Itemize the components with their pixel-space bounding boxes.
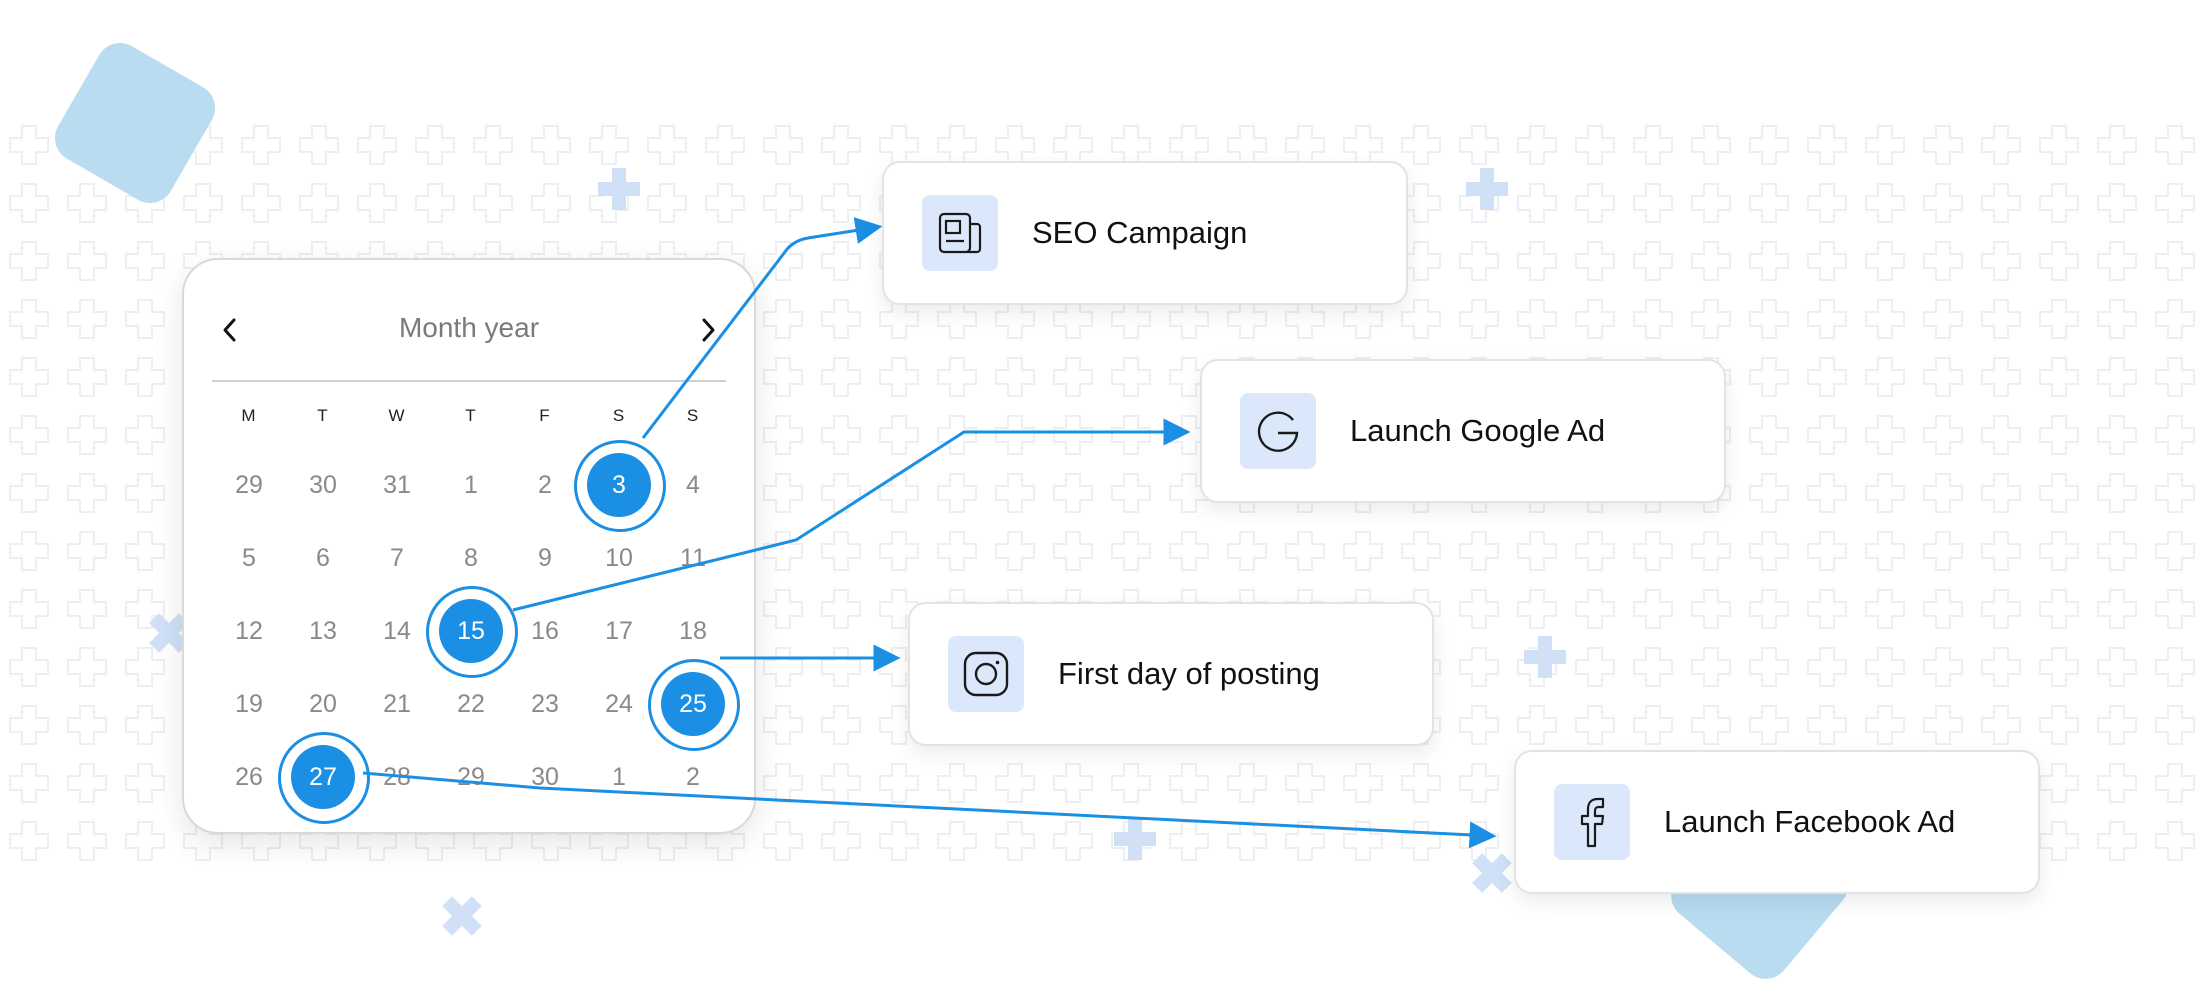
calendar-day[interactable]: 29: [235, 471, 263, 499]
calendar-day[interactable]: 19: [235, 690, 263, 718]
event-label: Launch Google Ad: [1350, 413, 1606, 448]
calendar-day[interactable]: 2: [538, 471, 552, 499]
event-card-launch-google-ad[interactable]: Launch Google Ad: [1200, 359, 1726, 503]
calendar-day[interactable]: 7: [390, 544, 404, 572]
calendar-day[interactable]: 16: [531, 617, 559, 645]
calendar-day-selected[interactable]: 25: [648, 659, 740, 751]
weekday-label: M: [241, 406, 257, 425]
calendar-day[interactable]: 11: [680, 544, 706, 572]
calendar-day[interactable]: 17: [605, 617, 633, 645]
calendar-day-selected[interactable]: 27: [278, 732, 370, 824]
calendar-month-title: Month year: [398, 312, 540, 343]
calendar-day[interactable]: 6: [316, 544, 330, 572]
facebook-icon: [1580, 797, 1605, 848]
calendar-day-selected[interactable]: 3: [574, 440, 666, 532]
calendar-day[interactable]: 30: [531, 763, 559, 791]
calendar-day[interactable]: 5: [242, 544, 256, 572]
event-card-launch-facebook-ad[interactable]: Launch Facebook Ad: [1514, 750, 2040, 894]
event-label: SEO Campaign: [1032, 215, 1248, 250]
event-icon-tile: [948, 636, 1024, 712]
weekday-label: T: [465, 406, 477, 425]
event-icon-tile: [922, 195, 998, 271]
calendar-week-row: 19 20 21 22 23 24 25: [212, 659, 740, 751]
calendar-day[interactable]: 18: [679, 617, 707, 645]
weekday-header-row: M T W T F S S: [212, 406, 730, 426]
calendar-day[interactable]: 30: [309, 471, 337, 499]
calendar-day[interactable]: 24: [605, 690, 633, 718]
previous-month-button[interactable]: [210, 310, 250, 350]
calendar-week-row: 12 13 14 15 16 17 18: [212, 586, 730, 678]
decor-rounded-square: [54, 42, 216, 204]
calendar-day[interactable]: 28: [383, 763, 411, 791]
calendar-header: Month year: [184, 260, 754, 380]
decor-x: [149, 613, 1512, 936]
weekday-label: S: [686, 406, 700, 425]
event-label: Launch Facebook Ad: [1664, 804, 1956, 839]
calendar-day[interactable]: 2: [686, 763, 700, 791]
calendar-week-row: 5 6 7 8 9 10 11: [212, 533, 730, 583]
calendar-day[interactable]: 31: [383, 471, 411, 499]
calendar-day[interactable]: 23: [531, 690, 559, 718]
calendar-day[interactable]: 4: [686, 471, 700, 499]
chevron-left-icon: [223, 318, 236, 342]
newspaper-icon: [938, 212, 982, 254]
calendar-day[interactable]: 21: [383, 690, 411, 718]
calendar-day[interactable]: 12: [235, 617, 263, 645]
calendar-week-row: 26 27 28 29 30 1 2: [212, 732, 730, 824]
event-card-seo-campaign[interactable]: SEO Campaign: [882, 161, 1408, 305]
instagram-icon: [963, 651, 1009, 697]
event-card-first-day-of-posting[interactable]: First day of posting: [908, 602, 1434, 746]
calendar-day[interactable]: 29: [457, 763, 485, 791]
next-month-button[interactable]: [688, 310, 728, 350]
calendar-day[interactable]: 20: [309, 690, 337, 718]
calendar-day[interactable]: 1: [612, 763, 626, 791]
calendar-day[interactable]: 9: [538, 544, 552, 572]
weekday-label: W: [388, 406, 406, 425]
calendar-divider: [212, 380, 726, 382]
calendar-day[interactable]: 13: [309, 617, 337, 645]
event-label: First day of posting: [1058, 656, 1320, 691]
calendar-widget: Month year M T W T F S S 29 30 31 1 2 3 …: [182, 258, 756, 834]
calendar-day[interactable]: 8: [464, 544, 478, 572]
event-icon-tile: [1554, 784, 1630, 860]
calendar-day-selected[interactable]: 15: [426, 586, 518, 678]
weekday-label: F: [539, 406, 551, 425]
calendar-day[interactable]: 1: [464, 471, 478, 499]
calendar-day[interactable]: 22: [457, 690, 485, 718]
weekday-label: T: [317, 406, 329, 425]
weekday-label: S: [612, 406, 626, 425]
google-icon: [1257, 411, 1299, 452]
calendar-day[interactable]: 10: [605, 544, 633, 572]
calendar-week-row: 29 30 31 1 2 3 4: [212, 440, 730, 532]
chevron-right-icon: [702, 318, 715, 342]
decor-plus: [598, 168, 1566, 860]
calendar-day[interactable]: 26: [235, 763, 263, 791]
event-icon-tile: [1240, 393, 1316, 469]
calendar-day[interactable]: 14: [383, 617, 411, 645]
